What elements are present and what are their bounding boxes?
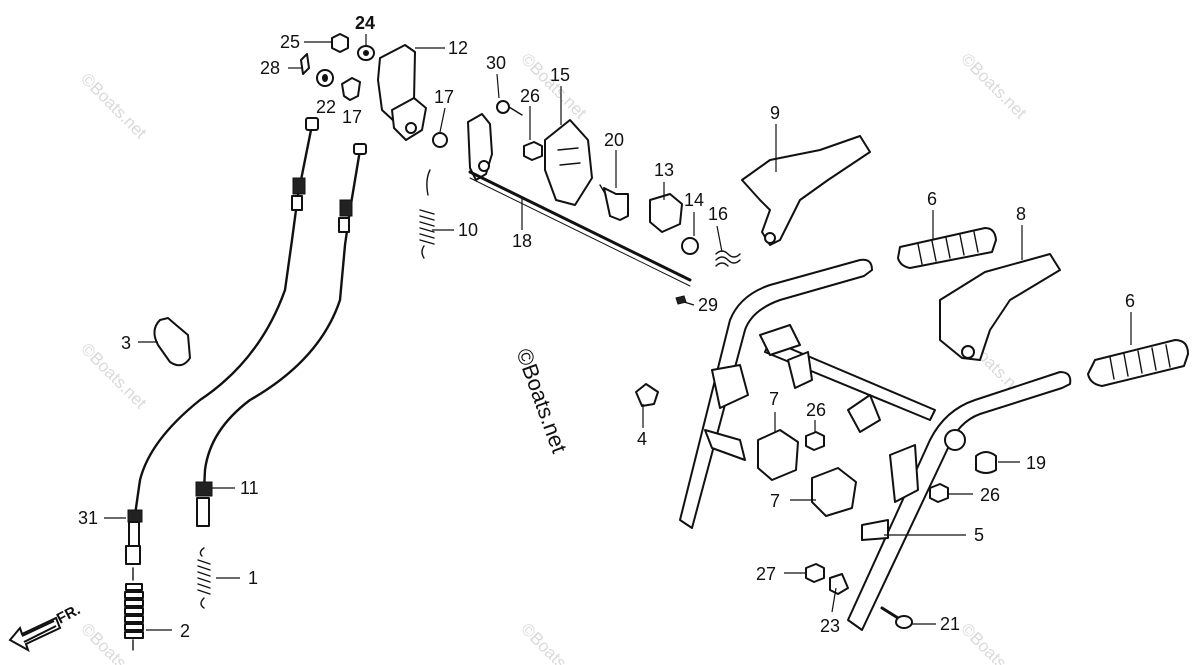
callout-17a: 17: [342, 107, 362, 127]
callout-4: 4: [637, 429, 647, 449]
callout-labels: 1 2 3 4 5 6 6 7 7 8 9 10 11 12 13 14 15 …: [78, 13, 1135, 641]
clip-4: [635, 383, 659, 407]
callout-7b: 7: [770, 491, 780, 511]
callout-6b: 6: [1125, 291, 1135, 311]
callout-13: 13: [654, 160, 674, 180]
cable-clamp-3: [153, 317, 191, 367]
callout-7a: 7: [769, 389, 779, 409]
cable-assembly-left: [124, 117, 367, 651]
callout-20: 20: [604, 130, 624, 150]
watermark-3: ©Boats.net: [957, 49, 1030, 122]
clamp-7b: [811, 467, 857, 517]
callout-24: 24: [355, 13, 375, 33]
nut-26b: [805, 431, 825, 451]
callout-6a: 6: [927, 189, 937, 209]
watermark-4: ©Boats.net: [77, 339, 150, 412]
callout-31: 31: [78, 508, 98, 528]
grip-6b: [1087, 339, 1189, 387]
center-watermark: ©Boats.net: [511, 345, 572, 456]
watermark-1: ©Boats.net: [77, 69, 150, 142]
callout-27: 27: [756, 564, 776, 584]
callout-15: 15: [550, 65, 570, 85]
callout-1: 1: [248, 568, 258, 588]
watermark-8: ©Boats.net: [957, 619, 1030, 665]
clamp-7a: [757, 429, 799, 481]
callout-10: 10: [458, 220, 478, 240]
callout-30: 30: [486, 53, 506, 73]
leader-lines: [104, 34, 1132, 631]
spring-1: [197, 547, 211, 609]
callout-26c: 26: [980, 485, 1000, 505]
callout-23: 23: [820, 616, 840, 636]
spring-10: [419, 169, 435, 259]
top-small-parts: [300, 33, 448, 148]
callout-17b: 17: [434, 87, 454, 107]
callout-26b: 26: [806, 400, 826, 420]
bolt-21: [880, 606, 913, 629]
front-direction-arrow: FR.: [8, 601, 83, 653]
callout-22: 22: [316, 97, 336, 117]
callout-8: 8: [1016, 204, 1026, 224]
lever-8: [939, 253, 1061, 361]
shaft-assembly: [467, 100, 741, 305]
spring-2: [124, 567, 144, 651]
callout-5: 5: [974, 525, 984, 545]
callout-9: 9: [770, 103, 780, 123]
lever-9: [741, 135, 871, 246]
clip-23: [829, 573, 849, 595]
callout-16: 16: [708, 204, 728, 224]
handle-frame-5: [679, 258, 1072, 631]
callout-25: 25: [280, 32, 300, 52]
callout-3: 3: [121, 333, 131, 353]
callout-26a: 26: [520, 86, 540, 106]
callout-14: 14: [684, 190, 704, 210]
callout-11: 11: [240, 478, 259, 498]
callout-12: 12: [448, 38, 468, 58]
cap-19: [975, 451, 997, 474]
callout-19: 19: [1026, 453, 1046, 473]
grip-6a: [897, 227, 997, 269]
callout-28: 28: [260, 58, 280, 78]
callout-2: 2: [180, 621, 190, 641]
watermark-7: ©Boats.net: [517, 619, 590, 665]
cover-15: [544, 119, 593, 206]
callout-21: 21: [940, 614, 960, 634]
nut-26c: [929, 483, 949, 503]
callout-18: 18: [512, 231, 532, 251]
nut-27: [805, 563, 825, 583]
callout-29: 29: [698, 295, 718, 315]
